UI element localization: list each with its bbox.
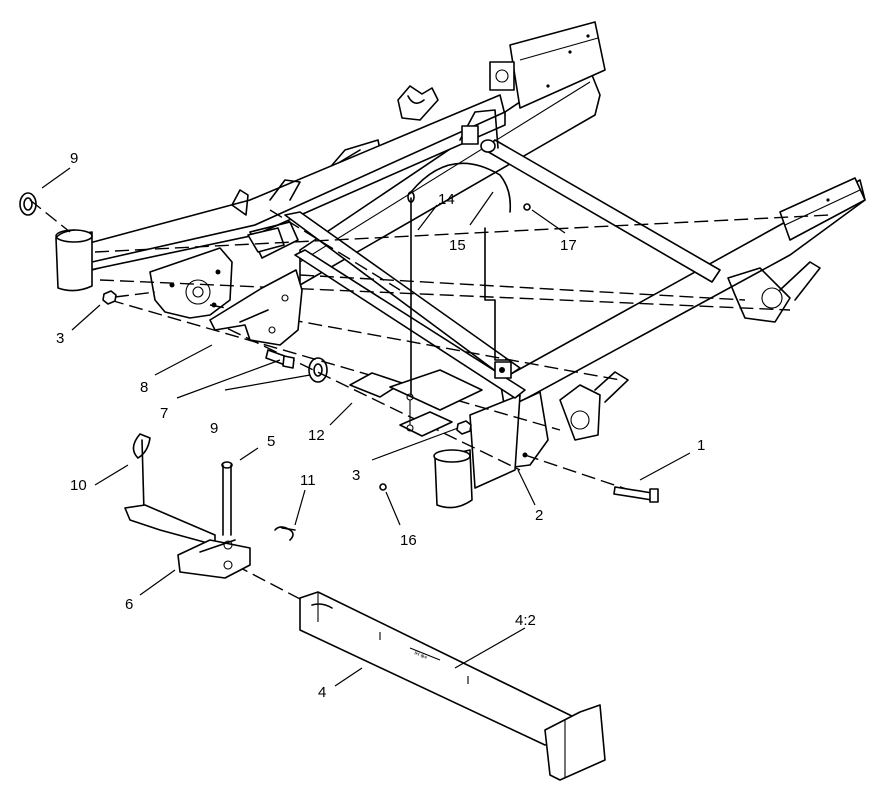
callout-17: 17 [560, 237, 577, 254]
callout-14: 14 [438, 191, 455, 208]
nut-3-right [456, 420, 472, 435]
callout-15: 15 [449, 237, 466, 254]
pin-5 [221, 461, 233, 536]
left-frame-arm [55, 94, 506, 319]
callout-4: 4 [318, 684, 326, 701]
hitch-pin-10 [132, 433, 151, 513]
svg-text:IH ⊕≡: IH ⊕≡ [413, 650, 428, 661]
callout-11: 11 [300, 472, 316, 489]
right-frame-arm [433, 177, 866, 509]
callout-3-left: 3 [56, 330, 64, 347]
callouts: 9 3 8 7 9 12 3 14 15 17 16 2 1 10 5 11 6… [56, 150, 705, 701]
callout-1: 1 [697, 437, 705, 454]
callout-3-right: 3 [352, 467, 360, 484]
callout-8: 8 [140, 379, 148, 396]
washer-9-middle [308, 357, 328, 383]
hitch-tongue-4: IH ⊕≡ [299, 591, 606, 781]
callout-4-2: 4:2 [515, 612, 536, 629]
callout-2: 2 [535, 507, 543, 524]
nut-3-left [102, 290, 117, 305]
lift-rod-14 [407, 162, 512, 396]
plate-12 [349, 369, 483, 437]
screw-16 [379, 483, 387, 491]
callout-9-middle: 9 [210, 420, 218, 437]
callout-6: 6 [125, 596, 133, 613]
screw-17 [523, 203, 531, 211]
callout-7: 7 [160, 405, 168, 422]
cross-members [247, 109, 721, 399]
hitch-bracket-6 [124, 504, 251, 579]
callout-12: 12 [308, 427, 325, 444]
callout-5: 5 [267, 433, 275, 450]
bracket-8 [209, 269, 303, 346]
callout-9-top: 9 [70, 150, 78, 167]
callout-10: 10 [70, 477, 87, 494]
bolt-7 [265, 349, 295, 369]
bolt-1 [613, 486, 659, 503]
clip-11 [274, 526, 296, 541]
callout-16: 16 [400, 532, 417, 549]
rear-frame-rail [299, 21, 606, 286]
leader-lines [41, 167, 691, 687]
washer-9-left [19, 192, 37, 216]
